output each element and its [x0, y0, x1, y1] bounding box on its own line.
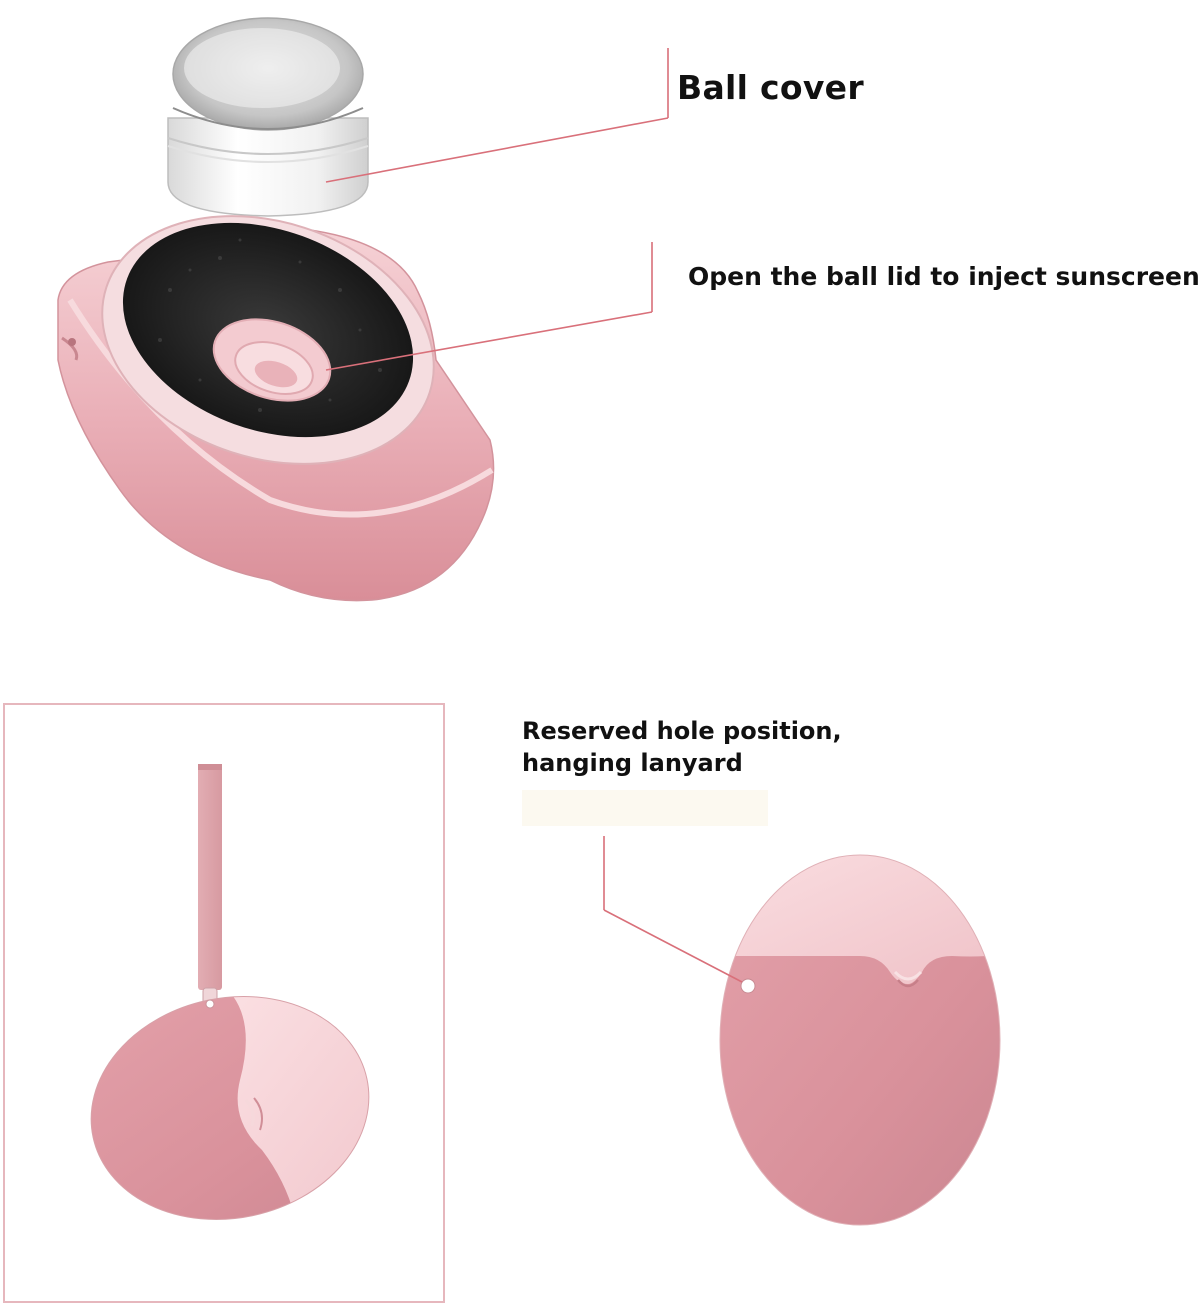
open-applicator-base	[57, 215, 495, 602]
lanyard-hole-label-line1: Reserved hole position,	[522, 717, 842, 745]
inject-sunscreen-label: Open the ball lid to inject sunscreen	[688, 262, 1200, 291]
callout-leader-lines	[325, 48, 669, 371]
ball-cover-label: Ball cover	[677, 68, 864, 107]
lanyard-hole-label: Reserved hole position, hanging lanyard	[522, 715, 842, 779]
faded-smear	[522, 790, 768, 826]
hole-leader-line	[603, 836, 743, 983]
ball-cover-cap	[167, 17, 369, 217]
lanyard-hole-label-line2: hanging lanyard	[522, 749, 743, 777]
closed-egg-applicator	[719, 854, 1001, 1226]
